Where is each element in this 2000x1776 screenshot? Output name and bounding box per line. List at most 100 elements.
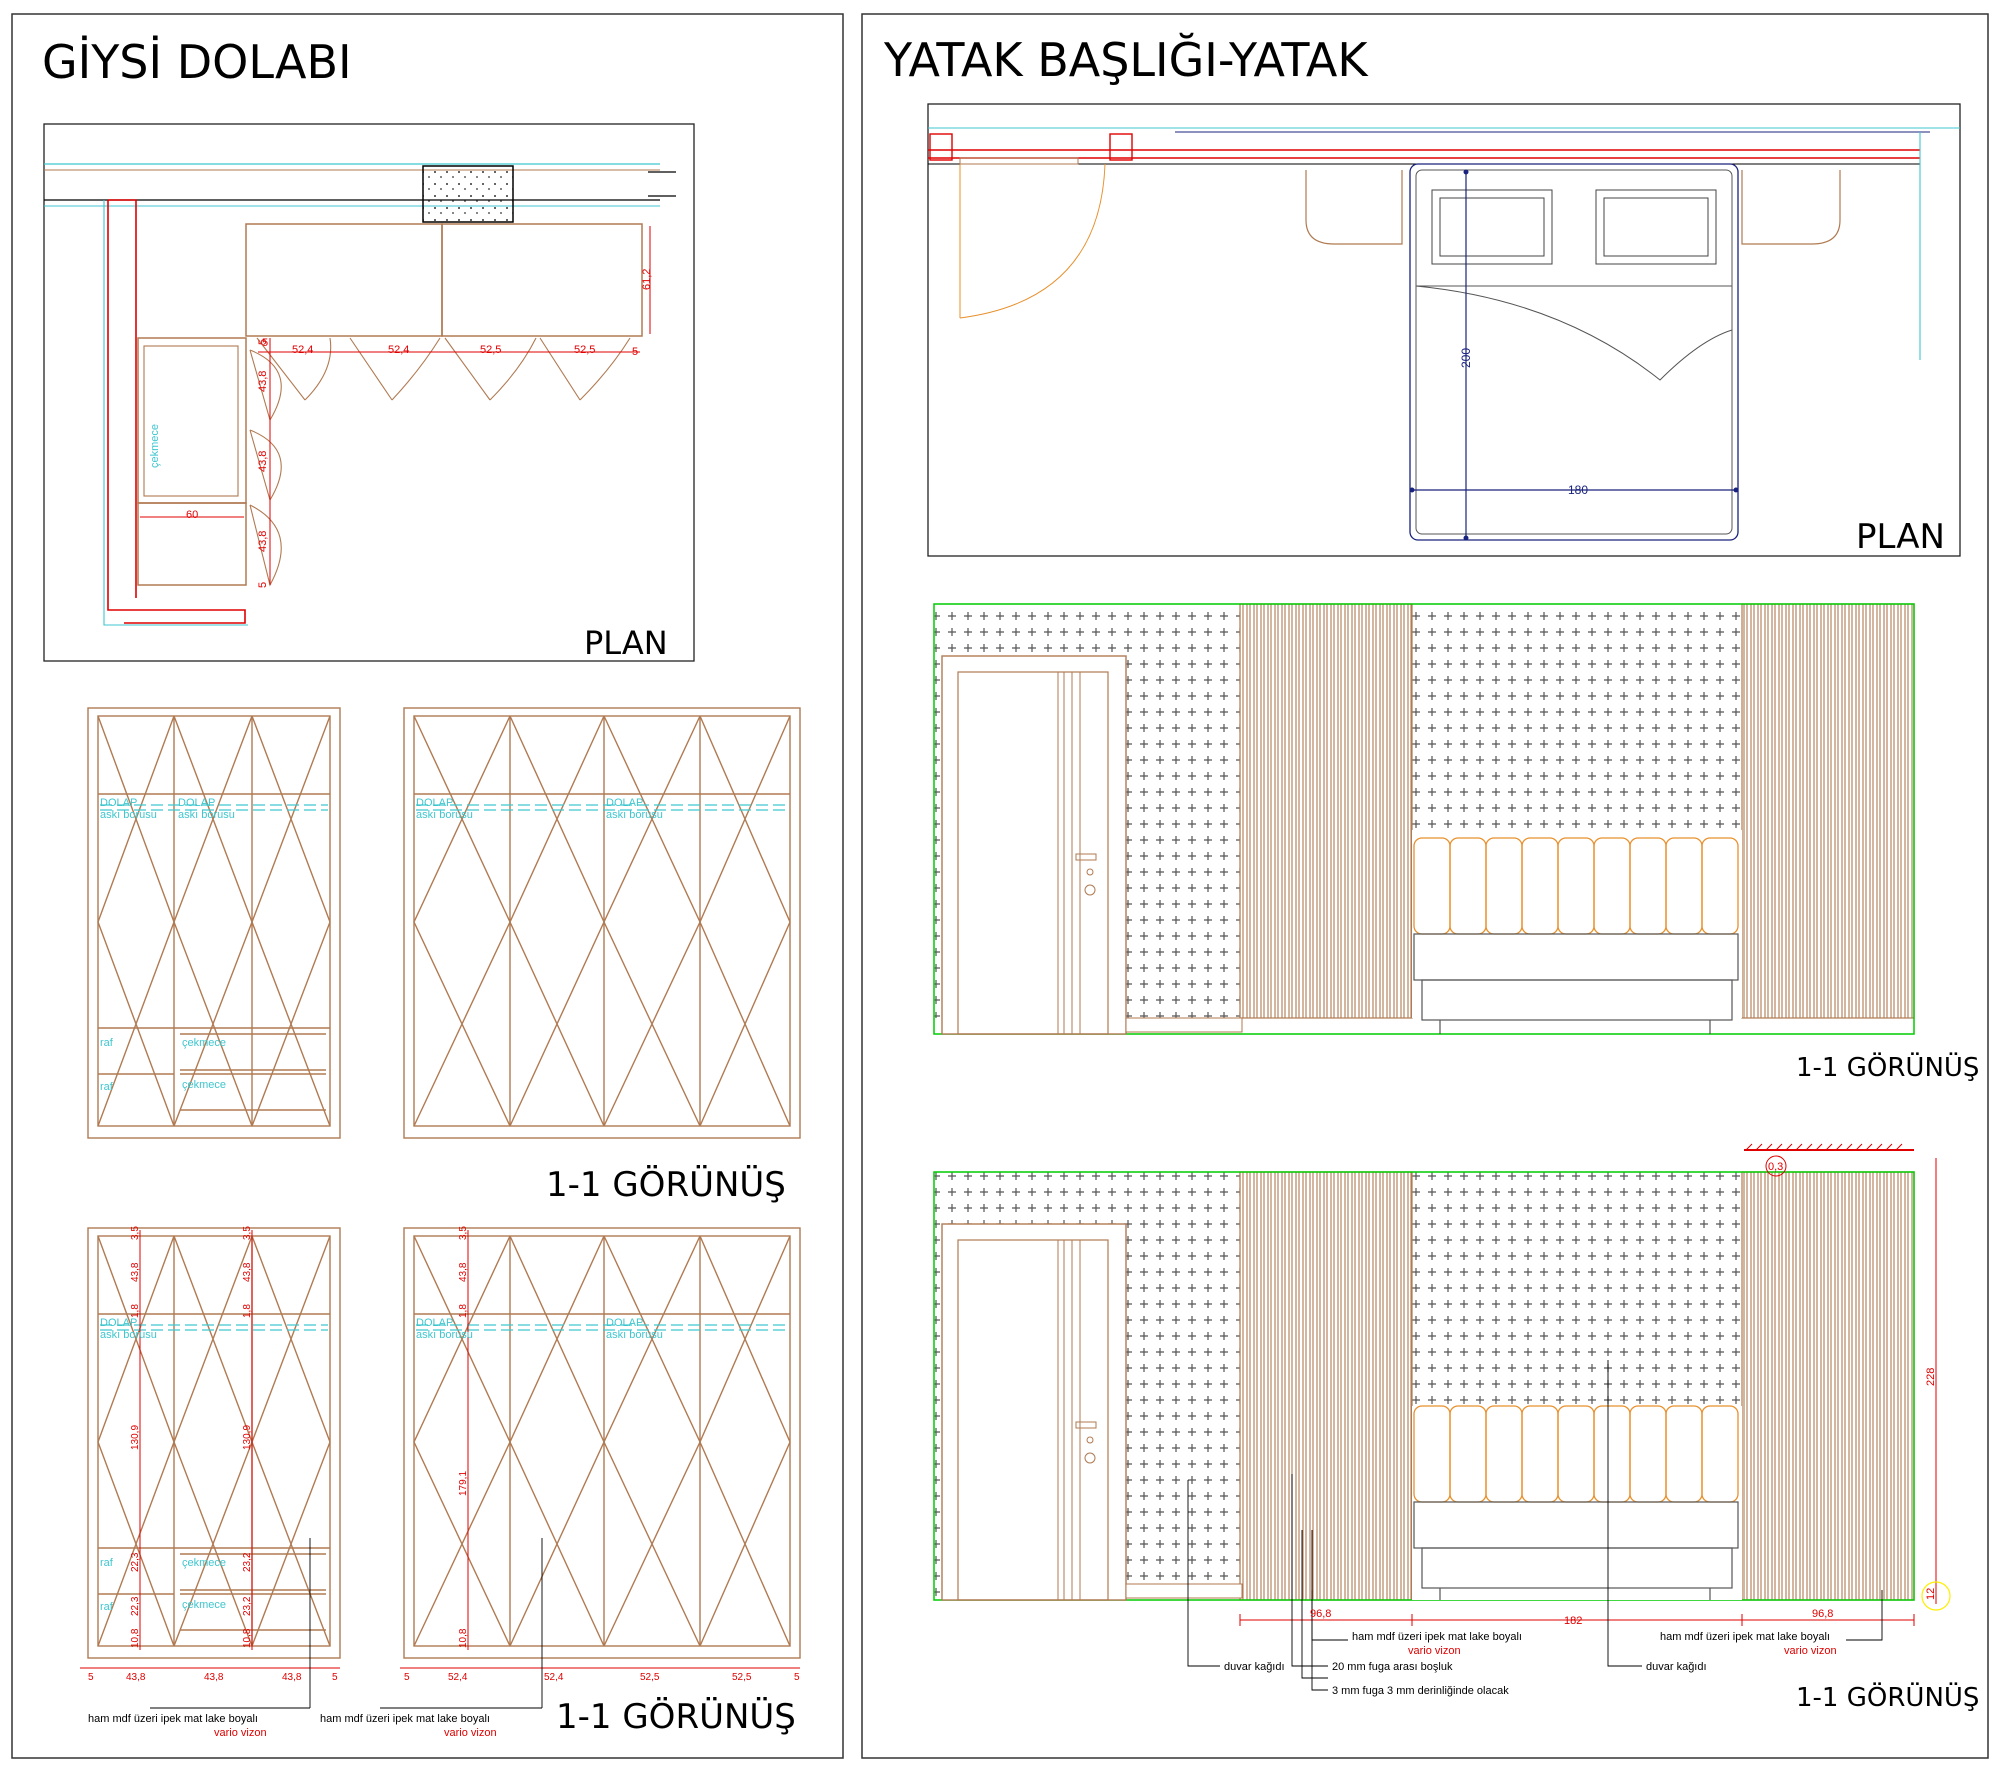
elev-a-dim-upper: 43,8 <box>130 1262 141 1282</box>
rod-label-d2: DOLAP <box>606 1317 643 1329</box>
elev-b-bottom-5: 52,5 <box>732 1672 752 1683</box>
bed-view1-label: 1-1 GÖRÜNÜŞ <box>1796 1051 1979 1083</box>
shelf-label-c2: raf <box>100 1601 114 1613</box>
drawer-label-c2: çekmece <box>182 1599 226 1611</box>
bed-plan-label: PLAN <box>1856 517 1945 557</box>
rod-label-d2b: askı borusu <box>606 1329 663 1341</box>
elev-b-bottom-6: 5 <box>794 1672 800 1683</box>
left-sheet-frame <box>11 13 844 1759</box>
bed-note-finish-1: ham mdf üzeri ipek mat lake boyalı <box>1352 1631 1522 1643</box>
bed-view2-label: 1-1 GÖRÜNÜŞ <box>1796 1681 1979 1713</box>
elev-a-dim-dr2: 23,2 <box>242 1596 253 1616</box>
elev-b-dim-mid: 179,1 <box>458 1471 469 1496</box>
left-note-color-2: vario vizon <box>444 1727 497 1739</box>
elev-a-dim-top: 3,5 <box>130 1226 141 1240</box>
elev-a-dim-mid: 130,9 <box>130 1425 141 1450</box>
shelf-label-a1: raf <box>100 1037 114 1049</box>
elev-a-dim-raf1: 22,3 <box>130 1552 141 1572</box>
plan-dim-side-5: 5 <box>257 582 269 588</box>
elev-a-dim-top-2: 3,5 <box>242 1226 253 1240</box>
elev-a-dim-base: 10,8 <box>130 1628 141 1648</box>
bed-dim-bottom-2: 182 <box>1564 1615 1582 1627</box>
rod-label-c1: DOLAP <box>100 1317 137 1329</box>
rod-label-c1b: askı borusu <box>100 1329 157 1341</box>
bed-note-color-1: vario vizon <box>1408 1645 1461 1657</box>
elev-a-dim-mid-2: 130,9 <box>242 1425 253 1450</box>
wardrobe-elevation-b <box>403 707 801 1139</box>
plan-dim-top-5: 52,5 <box>574 344 595 356</box>
bed-title: YATAK BAŞLIĞI-YATAK <box>883 32 1369 87</box>
wardrobe-plan <box>43 123 695 662</box>
elev-b-bottom-4: 52,5 <box>640 1672 660 1683</box>
bed-note-depth: 3 mm fuga 3 mm derinliğinde olacak <box>1332 1685 1509 1697</box>
elev-a-bottom-4: 43,8 <box>282 1672 302 1683</box>
plan-dim-top-2: 52,4 <box>292 344 313 356</box>
plan-dim-side-1: 5 <box>257 339 269 345</box>
left-note-color-1: vario vizon <box>214 1727 267 1739</box>
plan-dim-side-2: 43,8 <box>257 371 269 392</box>
plan-dim-top-3: 52,4 <box>388 344 409 356</box>
elev-b-dim-base: 10,8 <box>458 1628 469 1648</box>
bed-dim-bottom-3: 96,8 <box>1812 1608 1833 1620</box>
bed-dim-width: 180 <box>1568 483 1588 497</box>
wardrobe-title: GİYSİ DOLABI <box>42 35 352 89</box>
rod-label-b2: DOLAP <box>606 797 643 809</box>
elev-b-bottom-2: 52,4 <box>448 1672 468 1683</box>
elev-a-dim-rod-2: 1,8 <box>242 1304 253 1318</box>
bed-dim-bottom-1: 96,8 <box>1310 1608 1331 1620</box>
shelf-label-c1: raf <box>100 1557 114 1569</box>
elev-a-dim-base-2: 10,8 <box>242 1628 253 1648</box>
bed-dim-height: 228 <box>1925 1368 1937 1386</box>
elev-a-rod <box>100 804 328 811</box>
wardrobe-elevation-a-dims <box>87 1227 341 1659</box>
elev-a-bottom-3: 43,8 <box>204 1672 224 1683</box>
elev-b-dim-rod: 1,8 <box>458 1304 469 1318</box>
bed-note-wallpaper-1: duvar kağıdı <box>1224 1661 1285 1673</box>
wardrobe-view2-label: 1-1 GÖRÜNÜŞ <box>556 1696 796 1737</box>
right-sheet-frame <box>861 13 1989 1759</box>
bed-elevation-2 <box>933 1143 1951 1691</box>
bed-dim-top: 0,3 <box>1768 1161 1783 1173</box>
bed-plan <box>927 103 1961 557</box>
rod-label-d1: DOLAP <box>416 1317 453 1329</box>
left-note-finish-2: ham mdf üzeri ipek mat lake boyalı <box>320 1713 490 1725</box>
shelf-label-a2: raf <box>100 1081 114 1093</box>
wardrobe-elevation-a <box>87 707 341 1139</box>
elev-a-dim-upper-2: 43,8 <box>242 1262 253 1282</box>
plan-dim-top-6: 5 <box>632 346 638 358</box>
rod-label-b2b: askı borusu <box>606 809 663 821</box>
elev-a-dim-dr1: 23,2 <box>242 1552 253 1572</box>
bed-note-wallpaper-2: duvar kağıdı <box>1646 1661 1707 1673</box>
bed-note-finish-2: ham mdf üzeri ipek mat lake boyalı <box>1660 1631 1830 1643</box>
bed-elevation-1 <box>933 603 1915 1035</box>
plan-dim-side-4: 43,8 <box>257 531 269 552</box>
elev-a-dim-rod: 1,8 <box>130 1304 141 1318</box>
drawer-label-a2: çekmece <box>182 1079 226 1091</box>
bed-note-color-2: vario vizon <box>1784 1645 1837 1657</box>
bed-dim-base: 12 <box>1925 1588 1937 1600</box>
elev-a-bottom-5: 5 <box>332 1672 338 1683</box>
elev-a-bottom-2: 43,8 <box>126 1672 146 1683</box>
plan-dim-top-4: 52,5 <box>480 344 501 356</box>
plan-dim-top-1: 5 <box>262 337 268 349</box>
elev-a-bottom-1: 5 <box>88 1672 94 1683</box>
rod-label-a1b: askı borusu <box>100 809 157 821</box>
drawer-label-c1: çekmece <box>182 1557 226 1569</box>
elev-b-dim-top: 3,5 <box>458 1226 469 1240</box>
plan-drawer-label: çekmece <box>149 424 161 468</box>
rod-label-d1b: askı borusu <box>416 1329 473 1341</box>
wardrobe-plan-label: PLAN <box>584 624 668 662</box>
plan-dim-60: 60 <box>186 509 198 521</box>
rod-label-a2b: askı borusu <box>178 809 235 821</box>
elev-b-dim-upper: 43,8 <box>458 1262 469 1282</box>
left-note-finish-1: ham mdf üzeri ipek mat lake boyalı <box>88 1713 258 1725</box>
plan-dim-depth: 61,2 <box>641 269 653 290</box>
plan-dim-side-3: 43,8 <box>257 451 269 472</box>
rod-label-b1: DOLAP <box>416 797 453 809</box>
bed-dim-length: 200 <box>1459 348 1473 368</box>
rod-label-b1b: askı borusu <box>416 809 473 821</box>
bed-note-gap: 20 mm fuga arası boşluk <box>1332 1661 1453 1673</box>
elev-a-dim-raf3: 22,3 <box>130 1596 141 1616</box>
wardrobe-view1-label: 1-1 GÖRÜNÜŞ <box>546 1164 786 1205</box>
